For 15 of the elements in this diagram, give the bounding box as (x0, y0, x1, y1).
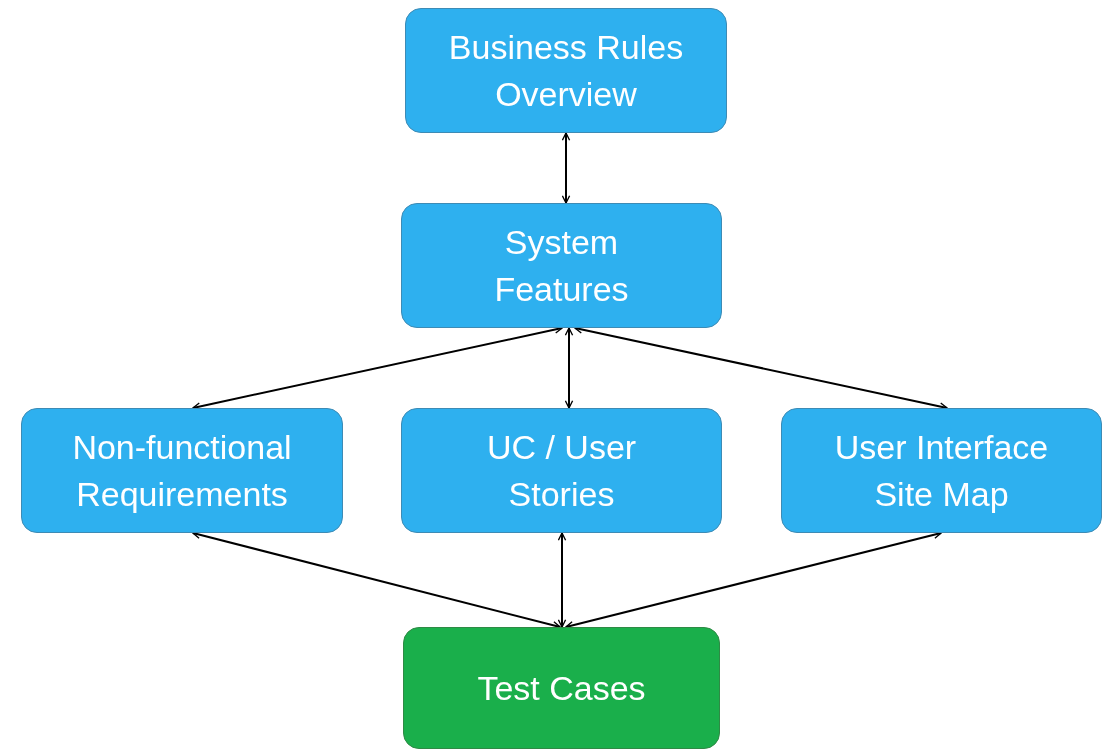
box-label: Non-functional Requirements (71, 426, 293, 515)
process-box (21, 408, 343, 533)
box-label: UC / User Stories (485, 426, 638, 515)
process-box (781, 408, 1102, 533)
process-box (405, 8, 727, 133)
process-box (403, 627, 720, 749)
box-label: Test Cases (477, 667, 646, 709)
process-box (401, 203, 722, 328)
double-headed-arrow (564, 327, 574, 409)
double-headed-arrow (561, 132, 571, 204)
double-headed-arrow (557, 532, 567, 628)
box-label: User Interface Site Map (833, 426, 1050, 515)
process-box (401, 408, 722, 533)
box-label: Business Rules Overview (447, 26, 685, 115)
box-label: System Features (493, 221, 630, 310)
